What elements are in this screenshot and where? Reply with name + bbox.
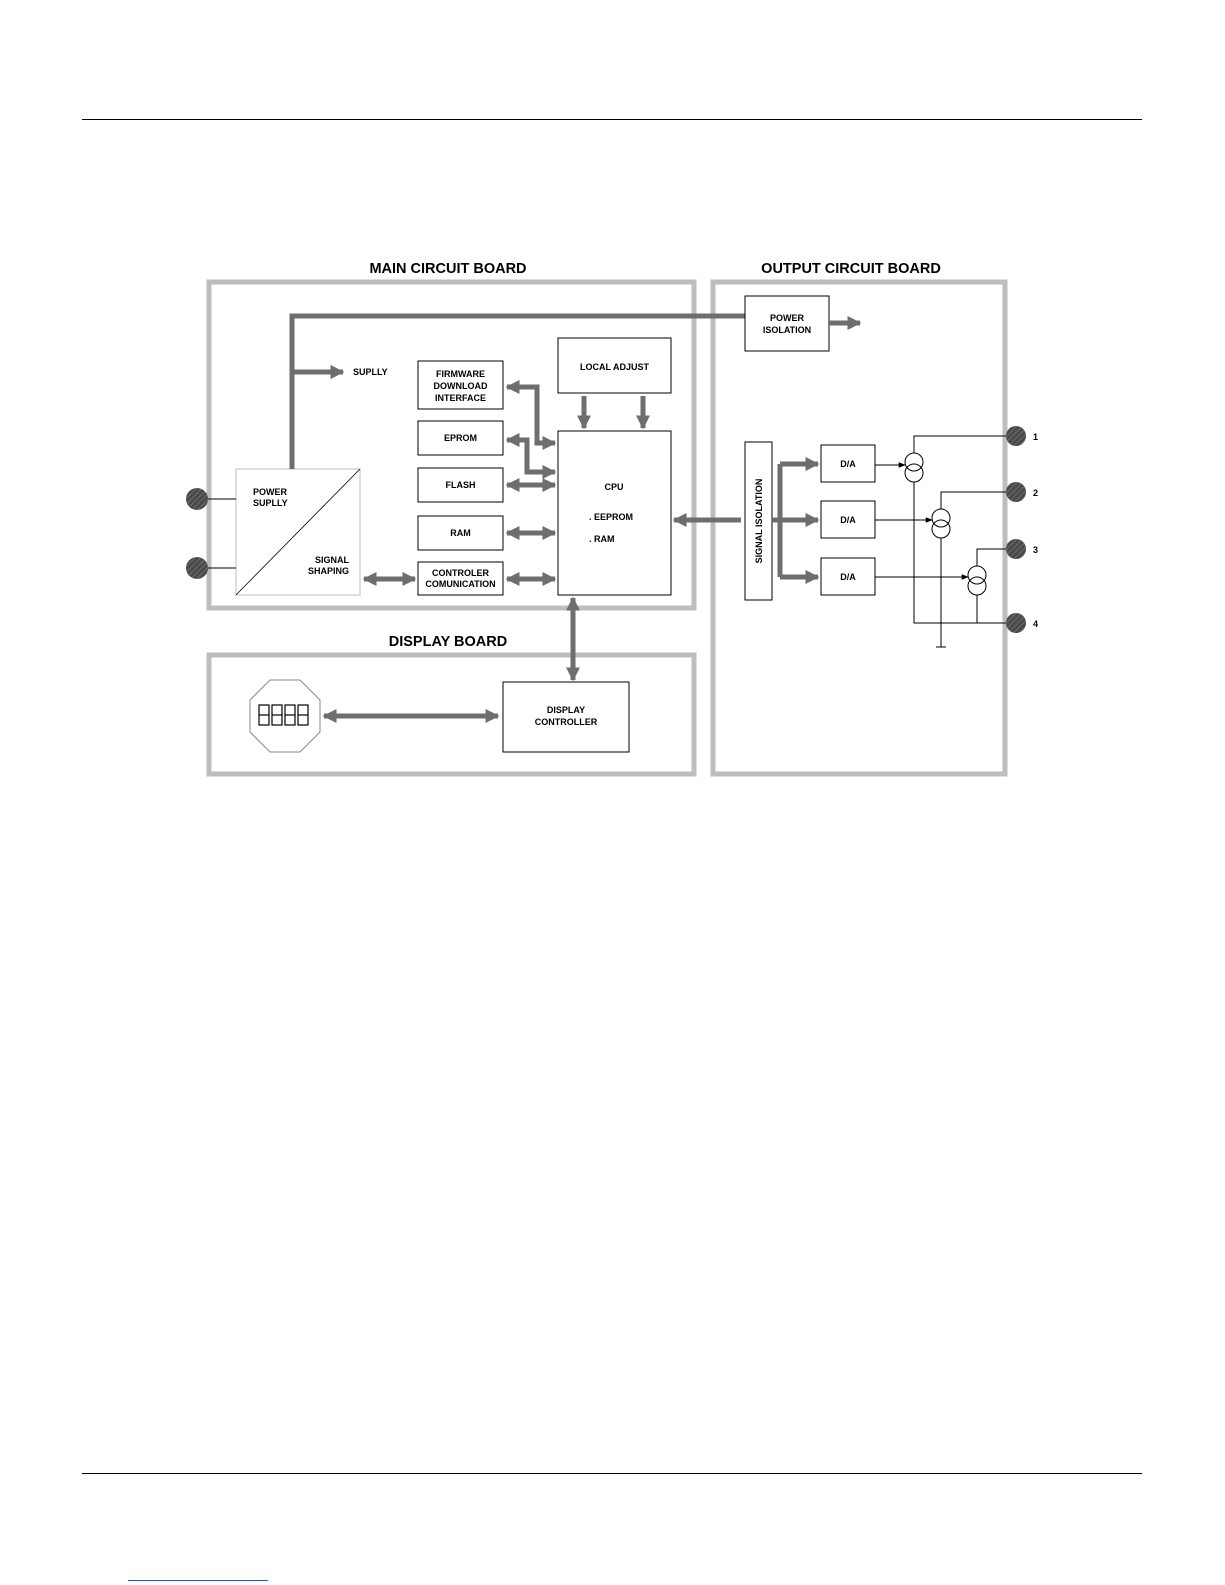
power-supply-label-1: POWER [253,487,288,497]
signal-isolation-label: SIGNAL ISOLATION [754,479,764,564]
supply-bus: SUPLLY [292,316,745,469]
cpu-block: CPU . EEPROM . RAM [558,431,671,595]
input-terminal-2 [186,557,208,579]
terminal-label-4: 4 [1033,619,1038,629]
lcd-display-icon [250,680,320,752]
output-terminal-4 [1006,613,1026,633]
power-isolation-label-2: ISOLATION [763,325,811,335]
display-controller-block: DISPLAY CONTROLLER [503,682,629,752]
signal-shaping-label-2: SHAPING [308,566,349,576]
output-board-title: OUTPUT CIRCUIT BOARD [761,261,941,277]
flash-block: FLASH [418,468,503,502]
firmware-label-1: FIRMWARE [436,369,485,379]
local-adjust-label: LOCAL ADJUST [580,362,650,372]
current-source-circuit [875,436,1016,647]
da-label-2: D/A [840,515,856,525]
da-block-3: D/A [821,558,875,595]
current-source-3 [968,566,986,595]
display-controller-label-2: CONTROLLER [535,717,598,727]
power-supply-label-2: SUPLLY [253,498,288,508]
signal-shaping-label-1: SIGNAL [315,555,350,565]
terminal-label-2: 2 [1033,488,1038,498]
cpu-ram-label: . RAM [589,534,615,544]
current-source-2 [932,509,950,538]
terminal-label-1: 1 [1033,432,1038,442]
local-adjust-block: LOCAL ADJUST [558,338,671,393]
firmware-label-2: DOWNLOAD [434,381,488,391]
flash-label: FLASH [446,480,476,490]
main-board-title: MAIN CIRCUIT BOARD [369,261,526,277]
ram-block: RAM [418,516,503,550]
output-terminal-3 [1006,539,1026,559]
da-block-2: D/A [821,501,875,538]
terminal-label-3: 3 [1033,545,1038,555]
current-source-1 [905,453,923,482]
power-isolation-label-1: POWER [770,313,805,323]
power-isolation-block: POWER ISOLATION [745,296,829,351]
ram-label: RAM [450,528,471,538]
firmware-download-interface-block: FIRMWARE DOWNLOAD INTERFACE [418,361,503,409]
display-board-title: DISPLAY BOARD [389,634,507,650]
firmware-label-3: INTERFACE [435,393,486,403]
da-block-1: D/A [821,445,875,482]
da-label-3: D/A [840,572,856,582]
signal-isolation-block: SIGNAL ISOLATION [745,442,772,600]
power-supply-block: POWER SUPLLY SIGNAL SHAPING [236,469,360,595]
cpu-eeprom-label: . EEPROM [589,512,633,522]
controler-label-1: CONTROLER [432,568,489,578]
da-buses [772,464,818,577]
output-terminal-2 [1006,482,1026,502]
output-terminal-1 [1006,426,1026,446]
controler-label-2: COMUNICATION [425,579,495,589]
eprom-label: EPROM [444,433,477,443]
output-terminals: 1 2 3 4 [1006,426,1038,633]
input-terminal-1 [186,488,208,510]
display-controller-label-1: DISPLAY [547,705,585,715]
supply-label: SUPLLY [353,367,388,377]
eprom-block: EPROM [418,421,503,455]
da-label-1: D/A [840,459,856,469]
controler-comunication-block: CONTROLER COMUNICATION [418,562,503,595]
cpu-label: CPU [604,482,623,492]
